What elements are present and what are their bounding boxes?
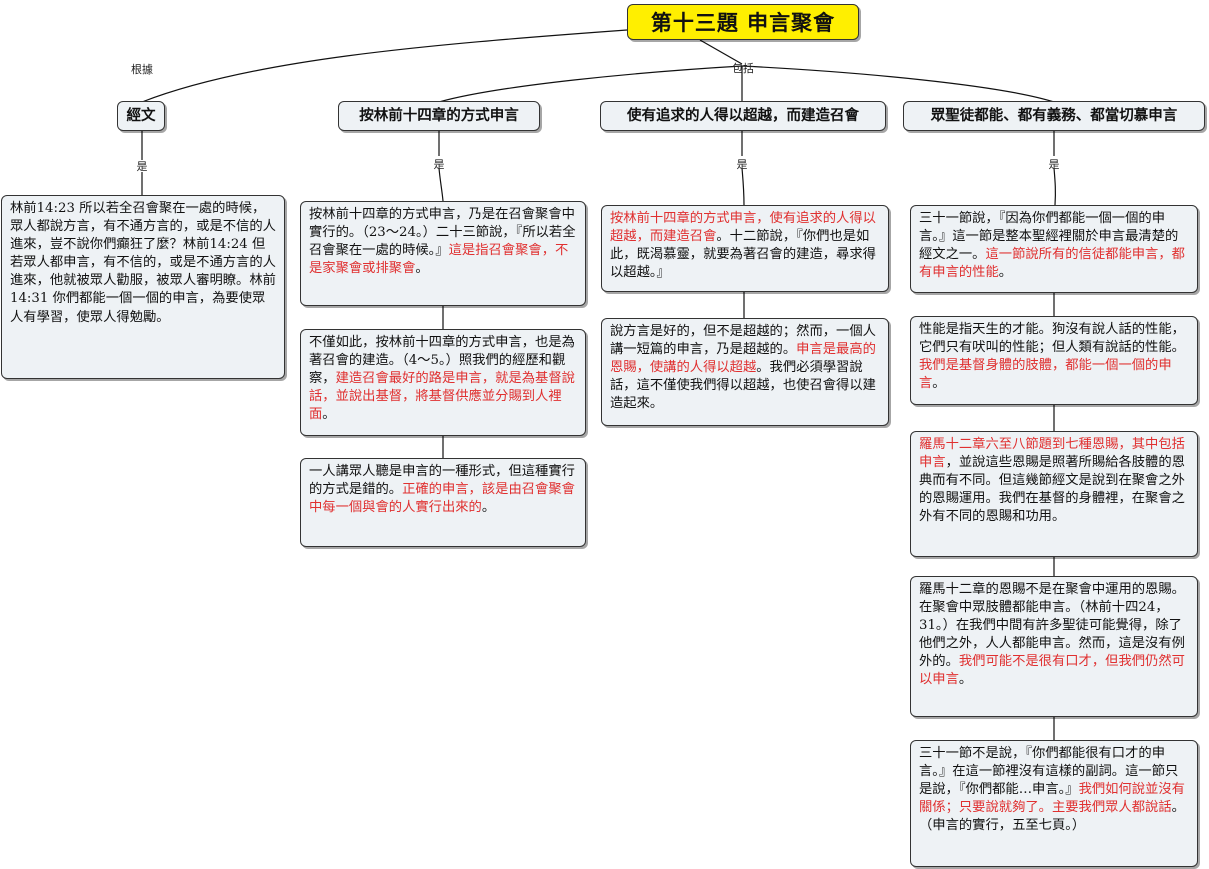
body-text: 三十一節說，『因為你們都能一個一個的申言。』這一節是整本聖經裡關於申言最清楚的經… [919, 211, 1179, 263]
root-topic[interactable]: 第十三題 申言聚會 [627, 4, 859, 40]
body-text: 。十二節說，『你們也是如此，既渴慕靈，就要為著召會的建造，尋求得以超越。』 [610, 229, 876, 281]
body-text: 。 [415, 261, 429, 277]
edge-label-is-surpass: 是 [736, 158, 748, 171]
note-scripture[interactable]: 林前14:23 所以若全召會聚在一處的時候，眾人都說方言，有不通方言的，或是不信… [1, 195, 285, 379]
edge-label-based-on: 根據 [131, 63, 153, 76]
highlight-text: 建造召會最好的路是申言，就是為基督說話，並說出基督，將基督供應並分賜到人裡面 [309, 371, 575, 423]
body-text: 說方言是好的，但不是超越的；然而，一個人講一短篇的申言，乃是超越的。 [610, 324, 876, 358]
note-surpass-2[interactable]: 說方言是好的，但不是超越的；然而，一個人講一短篇的申言，乃是超越的。申言是最高的… [601, 318, 889, 426]
body-text: 不僅如此，按林前十四章的方式申言，也是為著召會的建造。（4～5。）照我們的經歷和… [309, 335, 575, 387]
note-all-3[interactable]: 羅馬十二章六至八節題到七種恩賜，其中包括申言，並說這些恩賜是照著所賜給各肢體的恩… [910, 431, 1198, 557]
branch-surpass-build[interactable]: 使有追求的人得以超越，而建造召會 [600, 101, 886, 131]
edge-label-is-all: 是 [1048, 158, 1060, 171]
highlight-text: 申言是最高的恩賜，使講的人得以超越 [610, 342, 876, 376]
highlight-text: 按林前十四章的方式申言，使有追求的人得以超越，而建造召會 [610, 211, 876, 245]
edge-label-includes: 包括 [732, 62, 754, 75]
body-text: 。我們必須學習說話，這不僅使我們得以超越，也使召會得以建造起來。 [610, 360, 876, 412]
body-text: 。 [998, 265, 1013, 281]
body-text: 一人講眾人聽是申言的一種形式，但這種實行的方式是錯的。 [309, 464, 575, 498]
body-text: 。 [481, 500, 496, 516]
edge-label-is-scripture: 是 [136, 160, 148, 173]
highlight-text: 我們可能不是很有口才，但我們仍然可以申言 [919, 654, 1185, 688]
branch-scripture[interactable]: 經文 [117, 101, 165, 131]
highlight-text: 正確的申言，該是由召會聚會中每一個與會的人實行出來的 [309, 482, 575, 516]
body-text: 。 [932, 376, 946, 392]
highlight-text: 這一節說所有的信徒都能申言，都有申言的性能 [919, 247, 1185, 281]
body-text: 。 [322, 407, 336, 423]
edge-label-is-ch14: 是 [433, 158, 445, 171]
highlight-text: 我們如何說並沒有關係；只要說就夠了。主要我們眾人都說話 [919, 782, 1185, 816]
body-text: 。（申言的實行，五至七頁。） [919, 800, 1185, 834]
note-ch14-1[interactable]: 按林前十四章的方式申言，乃是在召會聚會中實行的。（23～24。）二十三節說，『所… [300, 201, 586, 306]
body-text: ，並說這些恩賜是照著所賜給各肢體的恩典而有不同。但這幾節經文是說到在聚會之外的恩… [919, 455, 1185, 525]
note-all-2[interactable]: 性能是指天生的才能。狗沒有說人話的性能，它們只有吠叫的性能；但人類有說話的性能。… [910, 316, 1198, 405]
note-all-5[interactable]: 三十一節不是說，『你們都能很有口才的申言。』在這一節裡沒有這樣的副詞。這一節只是… [910, 740, 1198, 867]
body-text: 羅馬十二章的恩賜不是在聚會中運用的恩賜。在聚會中眾肢體都能申言。（林前十四24，… [919, 582, 1185, 670]
body-text: 林前14:23 所以若全召會聚在一處的時候，眾人都說方言，有不通方言的，或是不信… [10, 201, 276, 325]
highlight-text: 這是指召會聚會，不是家聚會或排聚會 [309, 243, 569, 277]
body-text: 性能是指天生的才能。狗沒有說人話的性能，它們只有吠叫的性能；但人類有說話的性能。 [919, 322, 1185, 356]
body-text: 按林前十四章的方式申言，乃是在召會聚會中實行的。（23～24。）二十三節說，『所… [309, 207, 576, 259]
branch-ch14-way[interactable]: 按林前十四章的方式申言 [338, 101, 540, 131]
body-text: 。 [958, 672, 973, 688]
note-all-1[interactable]: 三十一節說，『因為你們都能一個一個的申言。』這一節是整本聖經裡關於申言最清楚的經… [910, 205, 1198, 293]
highlight-text: 我們是基督身體的肢體，都能一個一個的申言 [919, 358, 1172, 392]
note-ch14-2[interactable]: 不僅如此，按林前十四章的方式申言，也是為著召會的建造。（4～5。）照我們的經歷和… [300, 329, 586, 436]
note-ch14-3[interactable]: 一人講眾人聽是申言的一種形式，但這種實行的方式是錯的。正確的申言，該是由召會聚會… [300, 458, 586, 547]
highlight-text: 羅馬十二章六至八節題到七種恩賜，其中包括申言 [919, 437, 1185, 471]
note-all-4[interactable]: 羅馬十二章的恩賜不是在聚會中運用的恩賜。在聚會中眾肢體都能申言。（林前十四24，… [910, 576, 1198, 717]
body-text: 三十一節不是說，『你們都能很有口才的申言。』在這一節裡沒有這樣的副詞。這一節只是… [919, 746, 1179, 798]
branch-all-can-prophesy[interactable]: 眾聖徒都能、都有義務、都當切慕申言 [903, 101, 1205, 131]
note-surpass-1[interactable]: 按林前十四章的方式申言，使有追求的人得以超越，而建造召會。十二節說，『你們也是如… [601, 205, 889, 292]
